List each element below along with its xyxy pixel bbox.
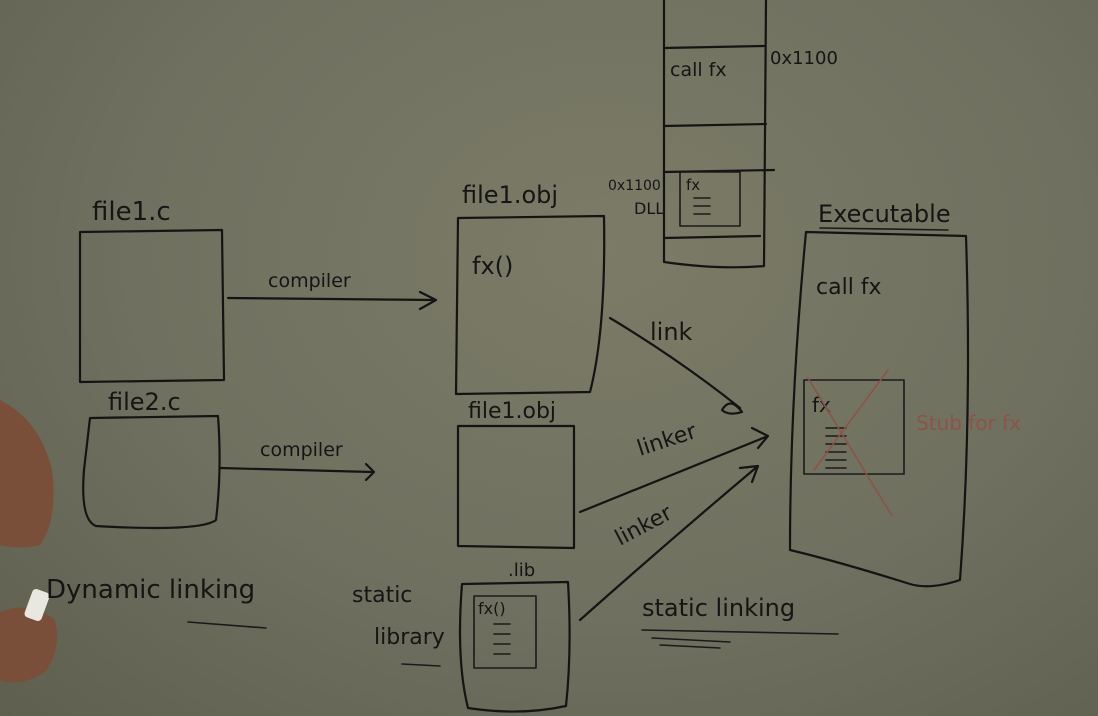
dll-fx-block bbox=[679, 171, 741, 227]
static-linking-label: static linking bbox=[642, 594, 795, 622]
dll-label: DLL bbox=[634, 199, 664, 218]
fx-in-obj: fx() bbox=[472, 252, 513, 280]
memory-column bbox=[662, 0, 768, 269]
dll-address: 0x1100 bbox=[608, 178, 661, 194]
file2-c-box bbox=[82, 414, 221, 530]
stub-note: Stub for fx bbox=[916, 411, 1021, 435]
linker-label-1: linker bbox=[634, 419, 700, 462]
executable-box bbox=[788, 230, 970, 588]
memory-divider-4 bbox=[662, 234, 762, 240]
file1-obj-box-2 bbox=[456, 424, 576, 550]
compiler-arrow-2 bbox=[218, 462, 376, 482]
stub-code-lines bbox=[825, 427, 847, 469]
compiler-label-2: compiler bbox=[260, 439, 343, 461]
lib-box bbox=[458, 580, 571, 713]
compiler-label-1: compiler bbox=[268, 270, 351, 292]
static-library-line2: library bbox=[374, 625, 445, 650]
link-label: link bbox=[650, 318, 693, 346]
dynamic-linking-underline bbox=[187, 621, 267, 629]
file1-c-box bbox=[78, 228, 226, 384]
memory-call-fx: call fx bbox=[670, 59, 727, 81]
fx-in-exe: fx bbox=[812, 393, 831, 417]
lib-label: .lib bbox=[508, 560, 535, 581]
lib-fx-block bbox=[473, 595, 537, 669]
lib-code-lines bbox=[493, 623, 511, 655]
stub-cross bbox=[807, 369, 893, 517]
memory-divider-1 bbox=[662, 44, 766, 50]
stub-box bbox=[803, 379, 905, 475]
executable-underline bbox=[819, 227, 949, 231]
linker-arrow-1 bbox=[578, 426, 770, 514]
file1-obj-label: file1.obj bbox=[462, 181, 558, 209]
file1-c-label: file1.c bbox=[92, 197, 171, 227]
file1-obj-box bbox=[454, 214, 606, 396]
marker bbox=[24, 588, 50, 622]
dll-code-lines bbox=[693, 197, 711, 215]
fx-in-dll: fx bbox=[686, 176, 700, 194]
memory-divider-2 bbox=[662, 122, 768, 128]
file2-c-label: file2.c bbox=[108, 388, 181, 416]
person-hand bbox=[0, 607, 58, 683]
compiler-arrow-1 bbox=[226, 290, 438, 311]
static-library-line1: static bbox=[352, 583, 412, 608]
memory-address-top: 0x1100 bbox=[770, 48, 838, 69]
fx-in-lib: fx() bbox=[478, 599, 506, 618]
file1-obj-2-label: file1.obj bbox=[468, 399, 556, 424]
exe-call-fx: call fx bbox=[816, 275, 882, 300]
executable-label: Executable bbox=[818, 200, 951, 228]
dynamic-linking-label: Dynamic linking bbox=[46, 575, 255, 605]
linker-arrow-2 bbox=[578, 464, 760, 622]
static-linking-underline bbox=[641, 629, 839, 649]
static-library-underline bbox=[401, 663, 441, 667]
link-arrow bbox=[608, 316, 744, 415]
person-arm bbox=[0, 400, 54, 548]
